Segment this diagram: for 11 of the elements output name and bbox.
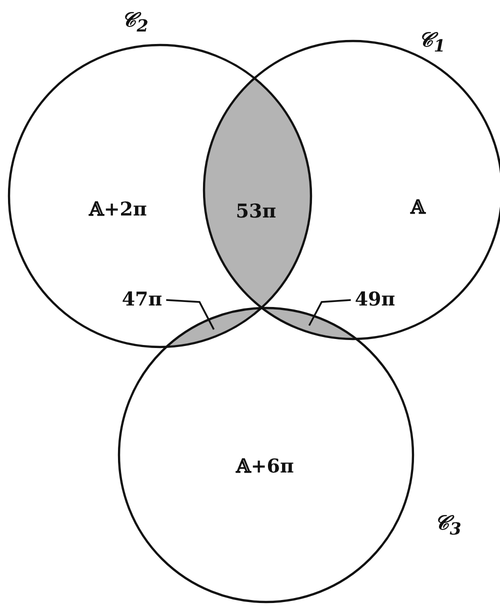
region-label: 53π <box>236 202 276 222</box>
region-label: 49π <box>354 290 396 310</box>
set-label: 𝒞$_{2}$ <box>122 10 148 34</box>
region-label: 47π <box>122 290 162 310</box>
region-label: 𝔸+2π <box>89 200 147 220</box>
region-label: 𝔸+6π <box>236 458 294 476</box>
set-label: 𝒞$_{3}$ <box>434 512 462 538</box>
set-label: 𝒞$_{1}$ <box>418 30 446 54</box>
leader-line <box>308 299 351 326</box>
region-label: 𝔸 <box>410 198 426 218</box>
leader-line <box>166 299 215 330</box>
